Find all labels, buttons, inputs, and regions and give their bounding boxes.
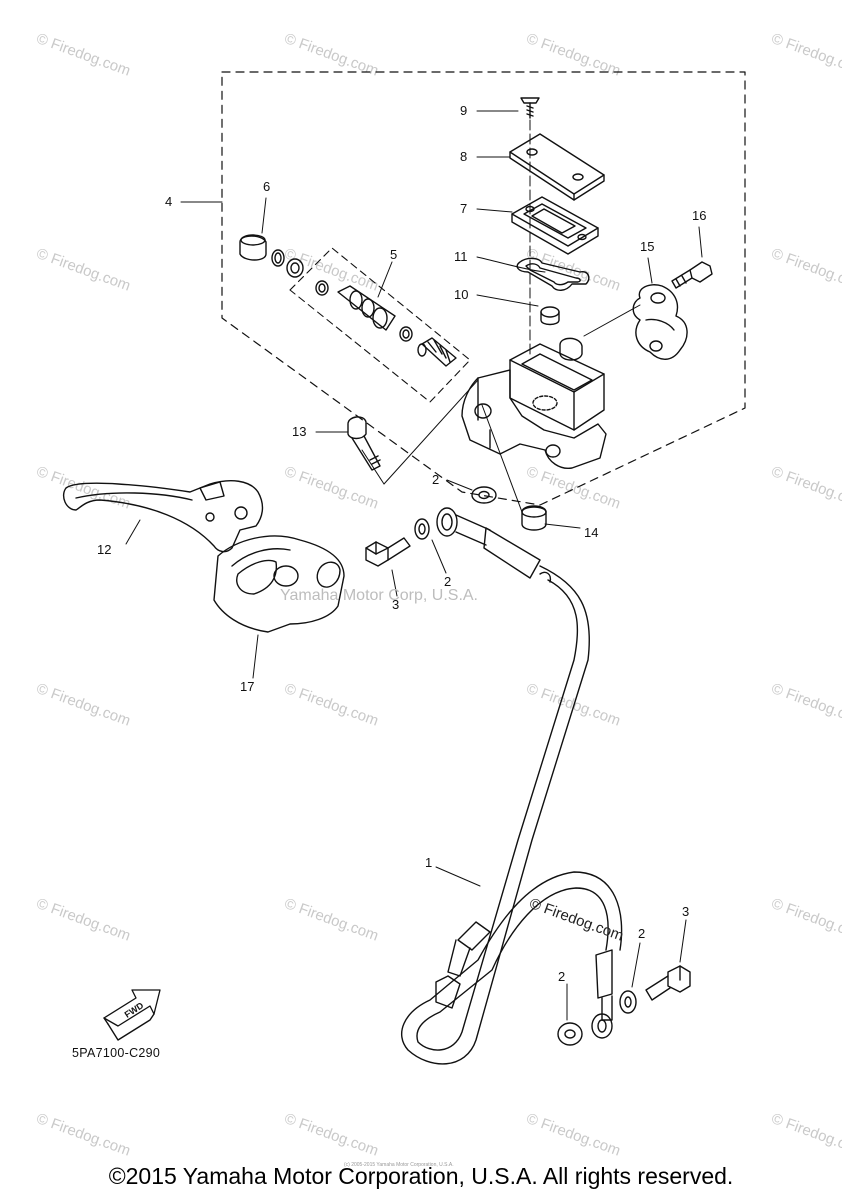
callout-10: 10: [454, 287, 469, 302]
piston-kit-boundary-dashed: [289, 247, 471, 403]
tiny-copyright: (c) 2005-2015 Yamaha Motor Corporation, …: [344, 1162, 454, 1168]
boot-part-14: [521, 505, 547, 531]
callout-9: 9: [460, 103, 468, 118]
callout-2-upper: 2: [432, 472, 440, 487]
brake-lever-part-12: [62, 480, 264, 553]
callout-4: 4: [165, 194, 173, 209]
bolt-part-16: [671, 261, 713, 289]
callout-12: 12: [97, 542, 112, 557]
callout-13: 13: [292, 424, 307, 439]
screw-part-9: [520, 97, 540, 119]
callout-7: 7: [460, 201, 468, 216]
banjo-bolt-part-3-lower: [645, 965, 691, 1001]
callout-2-lower-right: 2: [638, 926, 646, 941]
washer-part-2-upper: [471, 486, 497, 504]
callout-11: 11: [454, 249, 468, 264]
callout-3-lower: 3: [682, 904, 690, 919]
cap-boot-part-6: [239, 234, 267, 261]
copyright-notice: ©2015 Yamaha Motor Corporation, U.S.A. A…: [108, 1163, 734, 1189]
pivot-bolt-part-13: [347, 416, 381, 471]
diagram-code: 5PA7100-C290: [72, 1046, 161, 1060]
assembly-boundary-dashed: [221, 71, 746, 506]
callout-14: 14: [584, 525, 599, 540]
callout-17: 17: [240, 679, 255, 694]
lever-holder-part-17: [213, 535, 345, 633]
spring-part-5: [417, 337, 457, 367]
callout-3-upper: 3: [392, 597, 400, 612]
clamp-part-15: [632, 284, 688, 360]
callout-2-lower-left: 2: [558, 969, 566, 984]
callout-1: 1: [425, 855, 433, 870]
fwd-arrow-icon: [103, 989, 161, 1041]
washer-part-2-lower-left: [557, 1022, 583, 1046]
callout-16: 16: [692, 208, 707, 223]
brake-hose-part-1: [401, 507, 623, 1065]
diaphragm-holder-part-7: [511, 196, 599, 255]
yamaha-watermark: Yamaha Motor Corp, U.S.A.: [280, 587, 478, 604]
seal-rings: [271, 249, 413, 342]
master-cylinder-body: [461, 337, 607, 469]
washer-part-2-lower-right: [619, 990, 637, 1014]
banjo-bolt-part-3-upper: [365, 537, 411, 567]
washer-part-2-middle: [414, 518, 430, 540]
piston-part-5: [337, 285, 396, 331]
reservoir-cap-part-8: [509, 133, 605, 201]
callout-2-middle: 2: [444, 574, 452, 589]
leader-lines: [125, 110, 703, 1021]
callout-8: 8: [460, 149, 468, 164]
callout-6: 6: [263, 179, 271, 194]
callout-5: 5: [390, 247, 398, 262]
gasket-part-11: [516, 257, 590, 291]
grommet-part-10: [540, 306, 560, 326]
callout-15: 15: [640, 239, 655, 254]
